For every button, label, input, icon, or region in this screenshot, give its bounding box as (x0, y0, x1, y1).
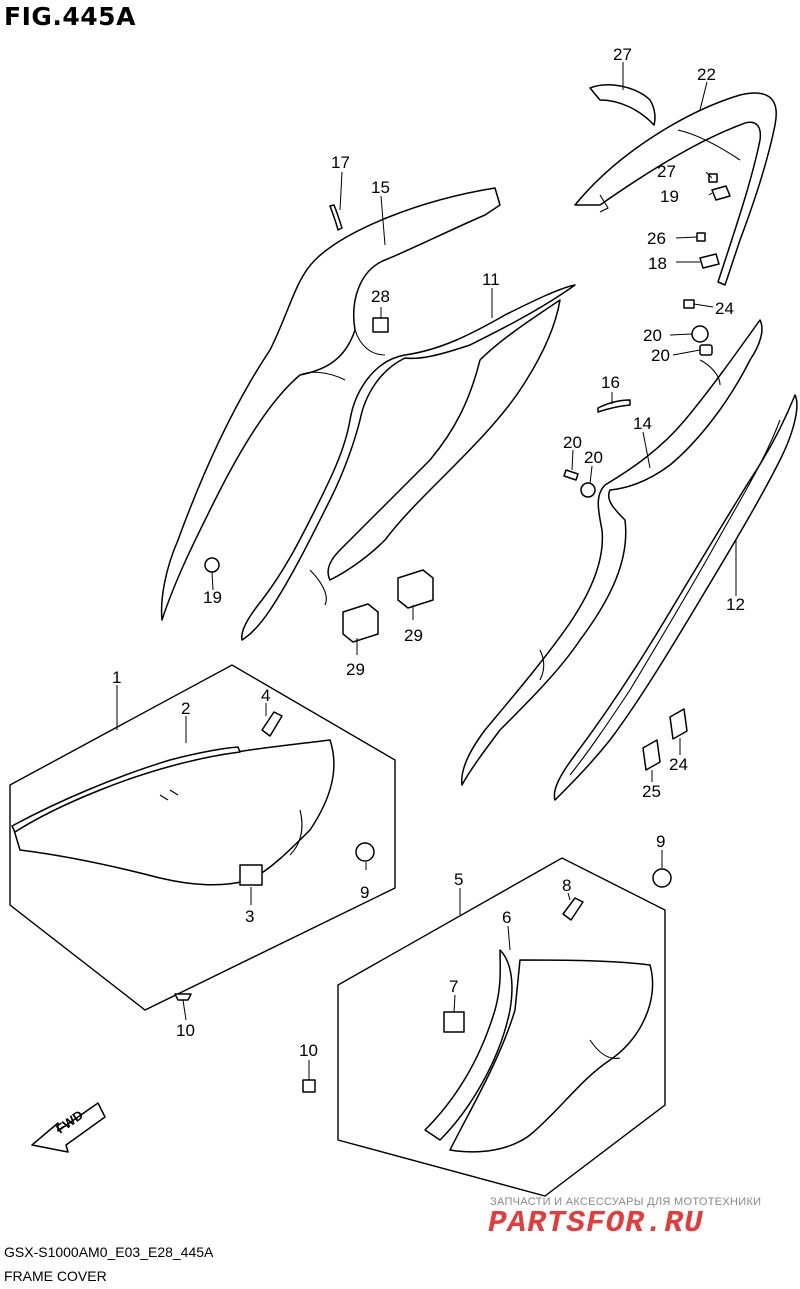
callout-16: 16 (601, 373, 620, 392)
callout-17: 19 (203, 588, 222, 607)
callout-9-b: 9 (656, 832, 665, 851)
part-1-assembly-box-left (9, 664, 396, 1011)
part-5-assembly-box-right (337, 857, 666, 1197)
callout-10-b: 10 (299, 1041, 318, 1060)
callout-22: 20 (651, 346, 670, 365)
callout-13: 15 (371, 178, 390, 197)
part-18-screw (563, 469, 579, 481)
figure-title: FIG.445A (4, 2, 136, 31)
part-29-pad-b (397, 569, 434, 609)
callout-9-a: 9 (360, 883, 369, 902)
part-3-label (239, 864, 263, 886)
part-8-pad (562, 897, 584, 921)
callout-26: 27 (613, 45, 632, 64)
callout-20-a: 19 (660, 187, 679, 206)
part-9-grommet-a (355, 842, 375, 862)
callout-21: 20 (643, 326, 662, 345)
part-11-inner-cover (241, 284, 576, 641)
part-24-pad-b (642, 739, 661, 771)
part-6-moulding-right (424, 949, 513, 1141)
part-21-grommet (691, 325, 709, 343)
watermark-tagline: ЗАПЧАСТИ И АКСЕССУАРЫ ДЛЯ МОТОТЕХНИКИ (490, 1196, 762, 1208)
callout-7: 7 (449, 977, 458, 996)
callout-11: 11 (482, 270, 500, 289)
callout-1: 1 (112, 668, 121, 687)
part-7-label (443, 1011, 465, 1033)
callout-12: 12 (726, 595, 745, 614)
part-20-nut-a (711, 185, 731, 201)
callout-6: 6 (502, 908, 511, 927)
part-5-side-cover-right (449, 959, 654, 1153)
callout-4: 4 (261, 686, 270, 705)
callout-3: 3 (245, 907, 254, 926)
part-9-grommet-b (652, 868, 672, 888)
callout-15: 17 (331, 153, 350, 172)
part-10-screw-b (302, 1079, 316, 1093)
part-26-trim (589, 84, 656, 126)
part-20-nut-b (699, 253, 720, 269)
callout-24-a: 24 (669, 755, 688, 774)
callout-23: 24 (715, 299, 734, 318)
part-2-moulding (11, 746, 241, 833)
callout-27-b: 26 (647, 229, 666, 248)
leader-lines (116, 62, 737, 1080)
callout-25: 22 (697, 65, 716, 84)
watermark-logo: PARTSFOR.RU (488, 1206, 704, 1241)
part-10-screw-a (174, 993, 192, 1001)
part-12-frame-cover-right (553, 394, 798, 801)
part-4-pad (261, 711, 283, 737)
callout-10-a: 10 (176, 1021, 195, 1040)
callout-8: 8 (562, 876, 571, 895)
part-22-collar (699, 344, 713, 356)
part-16-trim (597, 399, 631, 413)
part-23-bolt (683, 299, 695, 309)
part-15-trim (329, 204, 343, 231)
callout-20-b: 18 (648, 254, 667, 273)
forward-direction-badge: FWD (31, 1102, 106, 1153)
callout-18: 20 (563, 433, 582, 452)
part-27-screw-a (708, 173, 718, 183)
callout-29-b: 29 (404, 626, 423, 645)
callout-labels: 27 22 27 19 26 18 24 20 20 17 15 28 11 1… (112, 45, 745, 1060)
callout-27-a: 27 (657, 162, 676, 181)
callout-29-a: 29 (346, 660, 365, 679)
model-code: GSX-S1000AM0_E03_E28_445A (4, 1244, 214, 1260)
callout-5: 5 (454, 870, 463, 889)
callout-24-b: 25 (642, 782, 661, 801)
callout-28: 28 (371, 287, 390, 306)
part-13-frame-cover-left (160, 187, 501, 621)
part-24-pad-a (669, 708, 688, 740)
part-29-pad-a (342, 603, 379, 643)
part-28-clip (372, 317, 389, 333)
part-25-tail-cowl (574, 92, 777, 286)
part-17-grommet (204, 557, 220, 573)
section-name: FRAME COVER (4, 1268, 107, 1284)
part-27-screw-b (696, 232, 706, 242)
callout-19: 20 (584, 448, 603, 467)
callout-2: 2 (181, 699, 190, 718)
callout-14: 14 (633, 414, 652, 433)
part-14-frame-cover-inner-right (461, 319, 763, 786)
part-19-grommet (580, 482, 596, 498)
